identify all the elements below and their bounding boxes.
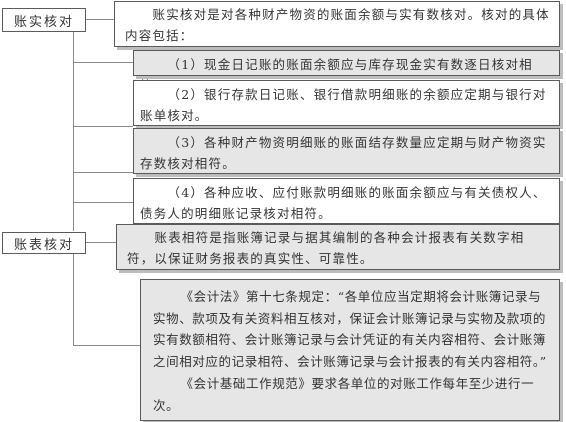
quote-basic-norms: 《会计基础工作规范》要求各单位的对账工作每年至少进行一次。 — [153, 376, 535, 413]
intro-box-1: 账实核对是对各种财产物资的账面余额与实有数核对。核对的具体内容包括： — [114, 1, 560, 47]
item-box-4: （4）各种应收、应付账款明细账的账面余额应与有关债权人、债务人的明细账记录核对相… — [133, 178, 560, 224]
intro-text-2: 账表相符是指账簿记录与据其编制的各种会计报表有关数字相符，以保证财务报表的真实性… — [127, 230, 525, 266]
connector-quote — [73, 345, 140, 346]
intro-box-2: 账表相符是指账簿记录与据其编制的各种会计报表有关数字相符，以保证财务报表的真实性… — [116, 224, 560, 270]
connector-label2-to-intro — [86, 242, 116, 243]
item-text-2: （2）银行存款日记账、银行借款明细账的余额应定期与银行对账单核对。 — [140, 87, 547, 123]
item-box-1: （1）现金日记账的账面余额应与库存现金实有数逐日核对相符。 — [133, 50, 560, 93]
item-text-4: （4）各种应收、应付账款明细账的账面余额应与有关债权人、债务人的明细账记录核对相… — [140, 185, 547, 221]
connector-vertical-1 — [73, 28, 74, 231]
item-box-2: （2）银行存款日记账、银行借款明细账的余额应定期与银行对账单核对。 — [133, 80, 560, 126]
connector-label1-to-intro — [86, 19, 114, 20]
quote-box: 《会计法》第十七条规定：“各单位应当定期将会计账簿记录与实物、款项及有关资料相互… — [140, 279, 560, 421]
intro-text-1: 账实核对是对各种财产物资的账面余额与实有数核对。核对的具体内容包括： — [125, 7, 550, 43]
connector-item3 — [73, 172, 133, 173]
quote-accounting-law: 《会计法》第十七条规定：“各单位应当定期将会计账簿记录与实物、款项及有关资料相互… — [153, 289, 547, 369]
item-box-3: （3）各种财产物资明细账的账面结存数量应定期与财产物资实存数核对相符。 — [133, 128, 560, 174]
connector-item4 — [73, 202, 133, 203]
section-label-account-reconciliation: 账实核对 — [2, 8, 86, 32]
item-text-3: （3）各种财产物资明细账的账面结存数量应定期与财产物资实存数核对相符。 — [140, 135, 547, 171]
connector-item1 — [73, 62, 133, 63]
connector-item2 — [73, 126, 133, 127]
connector-vertical-2 — [73, 254, 74, 346]
section-label-statement-reconciliation: 账表核对 — [2, 232, 86, 254]
